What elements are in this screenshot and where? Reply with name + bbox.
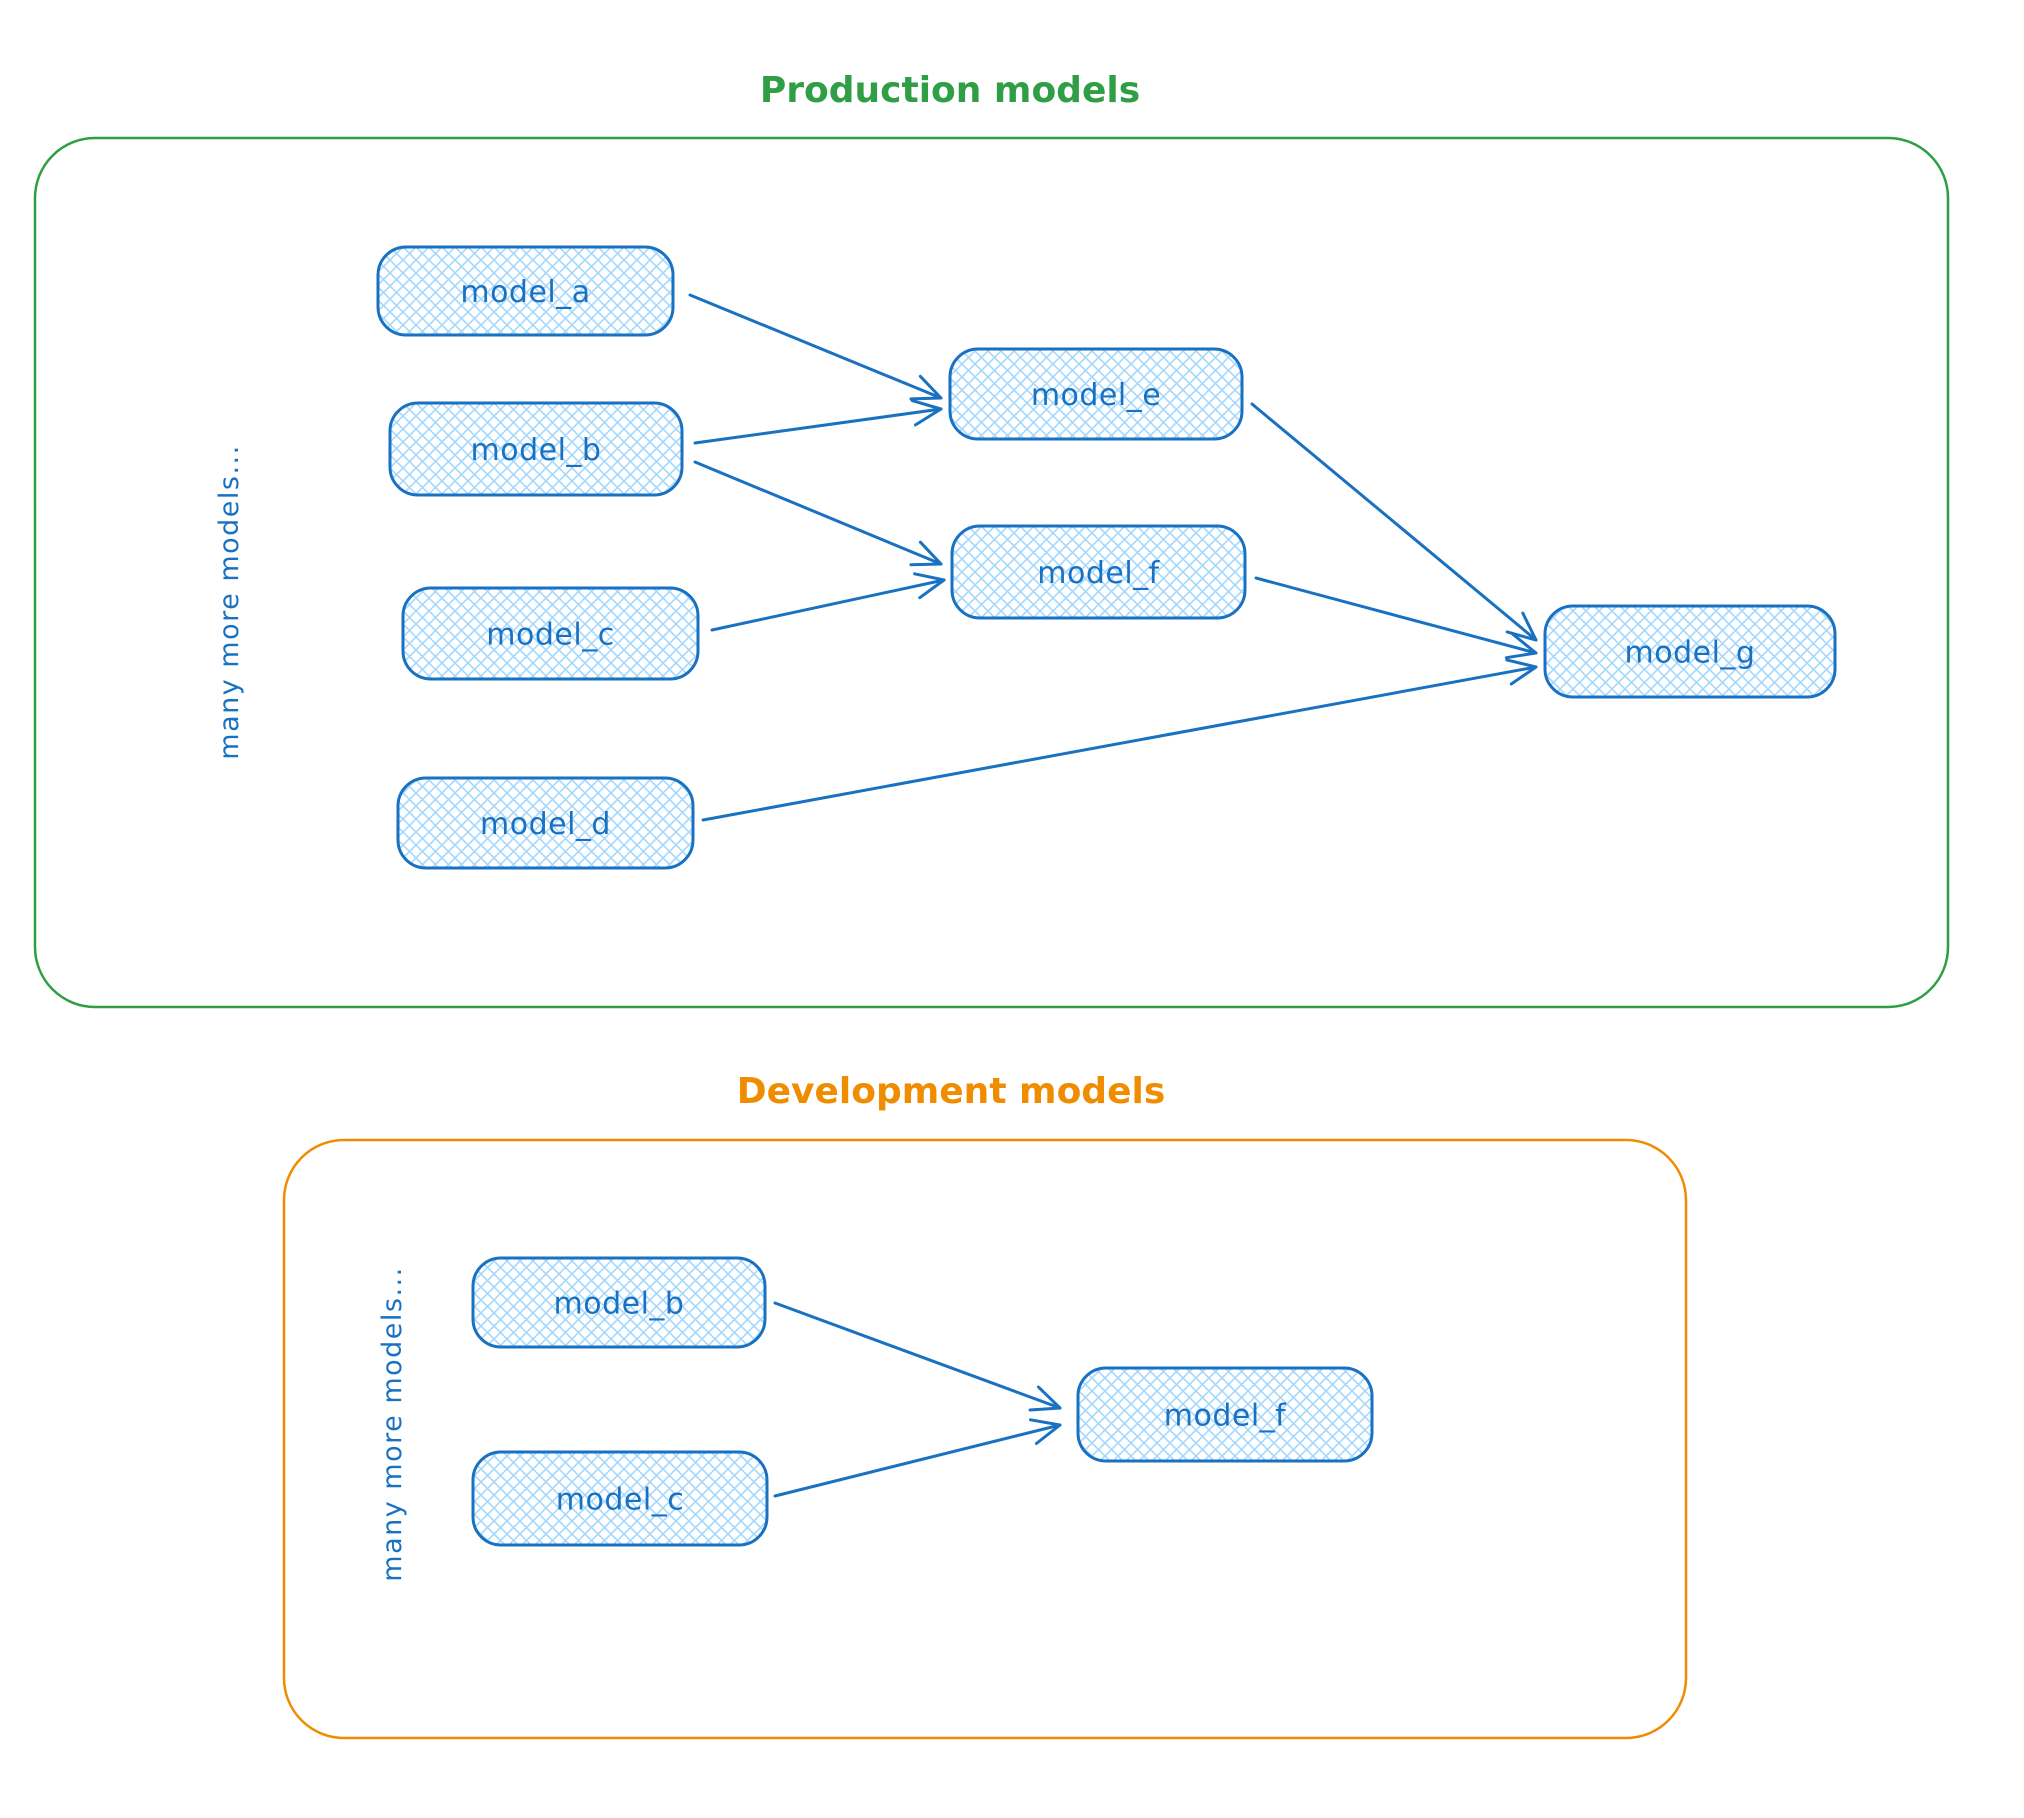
edge-prod-model-e-to-prod-model-g bbox=[1250, 402, 1538, 642]
node-prod-model-e-box bbox=[948, 347, 1244, 441]
production-side-label: many more models... bbox=[214, 444, 245, 759]
node-prod-model-f-label: model_f bbox=[1037, 556, 1160, 591]
node-prod-model-a: model_a bbox=[376, 245, 675, 337]
node-dev-model-f-label: model_f bbox=[1164, 1399, 1287, 1434]
node-prod-model-d: model_d bbox=[396, 776, 695, 870]
edge-prod-model-b-to-prod-model-f bbox=[693, 460, 943, 567]
node-prod-model-f-box bbox=[950, 524, 1247, 620]
development-frame bbox=[282, 1138, 1688, 1740]
node-dev-model-c: model_c bbox=[471, 1450, 769, 1547]
node-prod-model-a-label: model_a bbox=[460, 275, 590, 310]
node-prod-model-d-box bbox=[396, 776, 695, 870]
node-prod-model-g: model_g bbox=[1543, 604, 1837, 699]
node-prod-model-g-box bbox=[1543, 604, 1837, 699]
node-prod-model-f: model_f bbox=[950, 524, 1247, 620]
edge-dev-model-c-to-dev-model-f bbox=[773, 1418, 1062, 1498]
node-prod-model-b: model_b bbox=[388, 401, 684, 497]
node-prod-model-e: model_e bbox=[948, 347, 1244, 441]
node-prod-model-b-label: model_b bbox=[471, 433, 602, 468]
production-title: Production models bbox=[760, 70, 1140, 111]
edge-prod-model-a-to-prod-model-e bbox=[688, 293, 943, 401]
node-prod-model-c-box bbox=[401, 586, 700, 681]
edge-dev-model-b-to-dev-model-f bbox=[773, 1301, 1062, 1412]
node-dev-model-f-box bbox=[1076, 1366, 1374, 1463]
development-title: Development models bbox=[737, 1071, 1166, 1112]
node-dev-model-f: model_f bbox=[1076, 1366, 1374, 1463]
development-side-label: many more models... bbox=[377, 1266, 408, 1581]
node-prod-model-c-label: model_c bbox=[486, 618, 614, 653]
node-dev-model-c-box bbox=[471, 1450, 769, 1547]
node-prod-model-d-label: model_d bbox=[480, 807, 611, 842]
edge-prod-model-b-to-prod-model-e bbox=[693, 399, 943, 445]
node-dev-model-b-label: model_b bbox=[554, 1287, 685, 1322]
edge-prod-model-c-to-prod-model-f bbox=[710, 572, 946, 632]
node-prod-model-c: model_c bbox=[401, 586, 700, 681]
node-dev-model-b-box bbox=[471, 1256, 767, 1349]
node-prod-model-e-label: model_e bbox=[1031, 378, 1161, 413]
production-frame bbox=[33, 136, 1950, 1009]
node-dev-model-b: model_b bbox=[471, 1256, 767, 1349]
node-prod-model-g-label: model_g bbox=[1625, 636, 1756, 671]
node-dev-model-c-label: model_c bbox=[556, 1483, 684, 1518]
edge-prod-model-f-to-prod-model-g bbox=[1254, 576, 1538, 660]
node-prod-model-a-box bbox=[376, 245, 675, 337]
node-prod-model-b-box bbox=[388, 401, 684, 497]
edge-prod-model-d-to-prod-model-g bbox=[701, 658, 1538, 822]
